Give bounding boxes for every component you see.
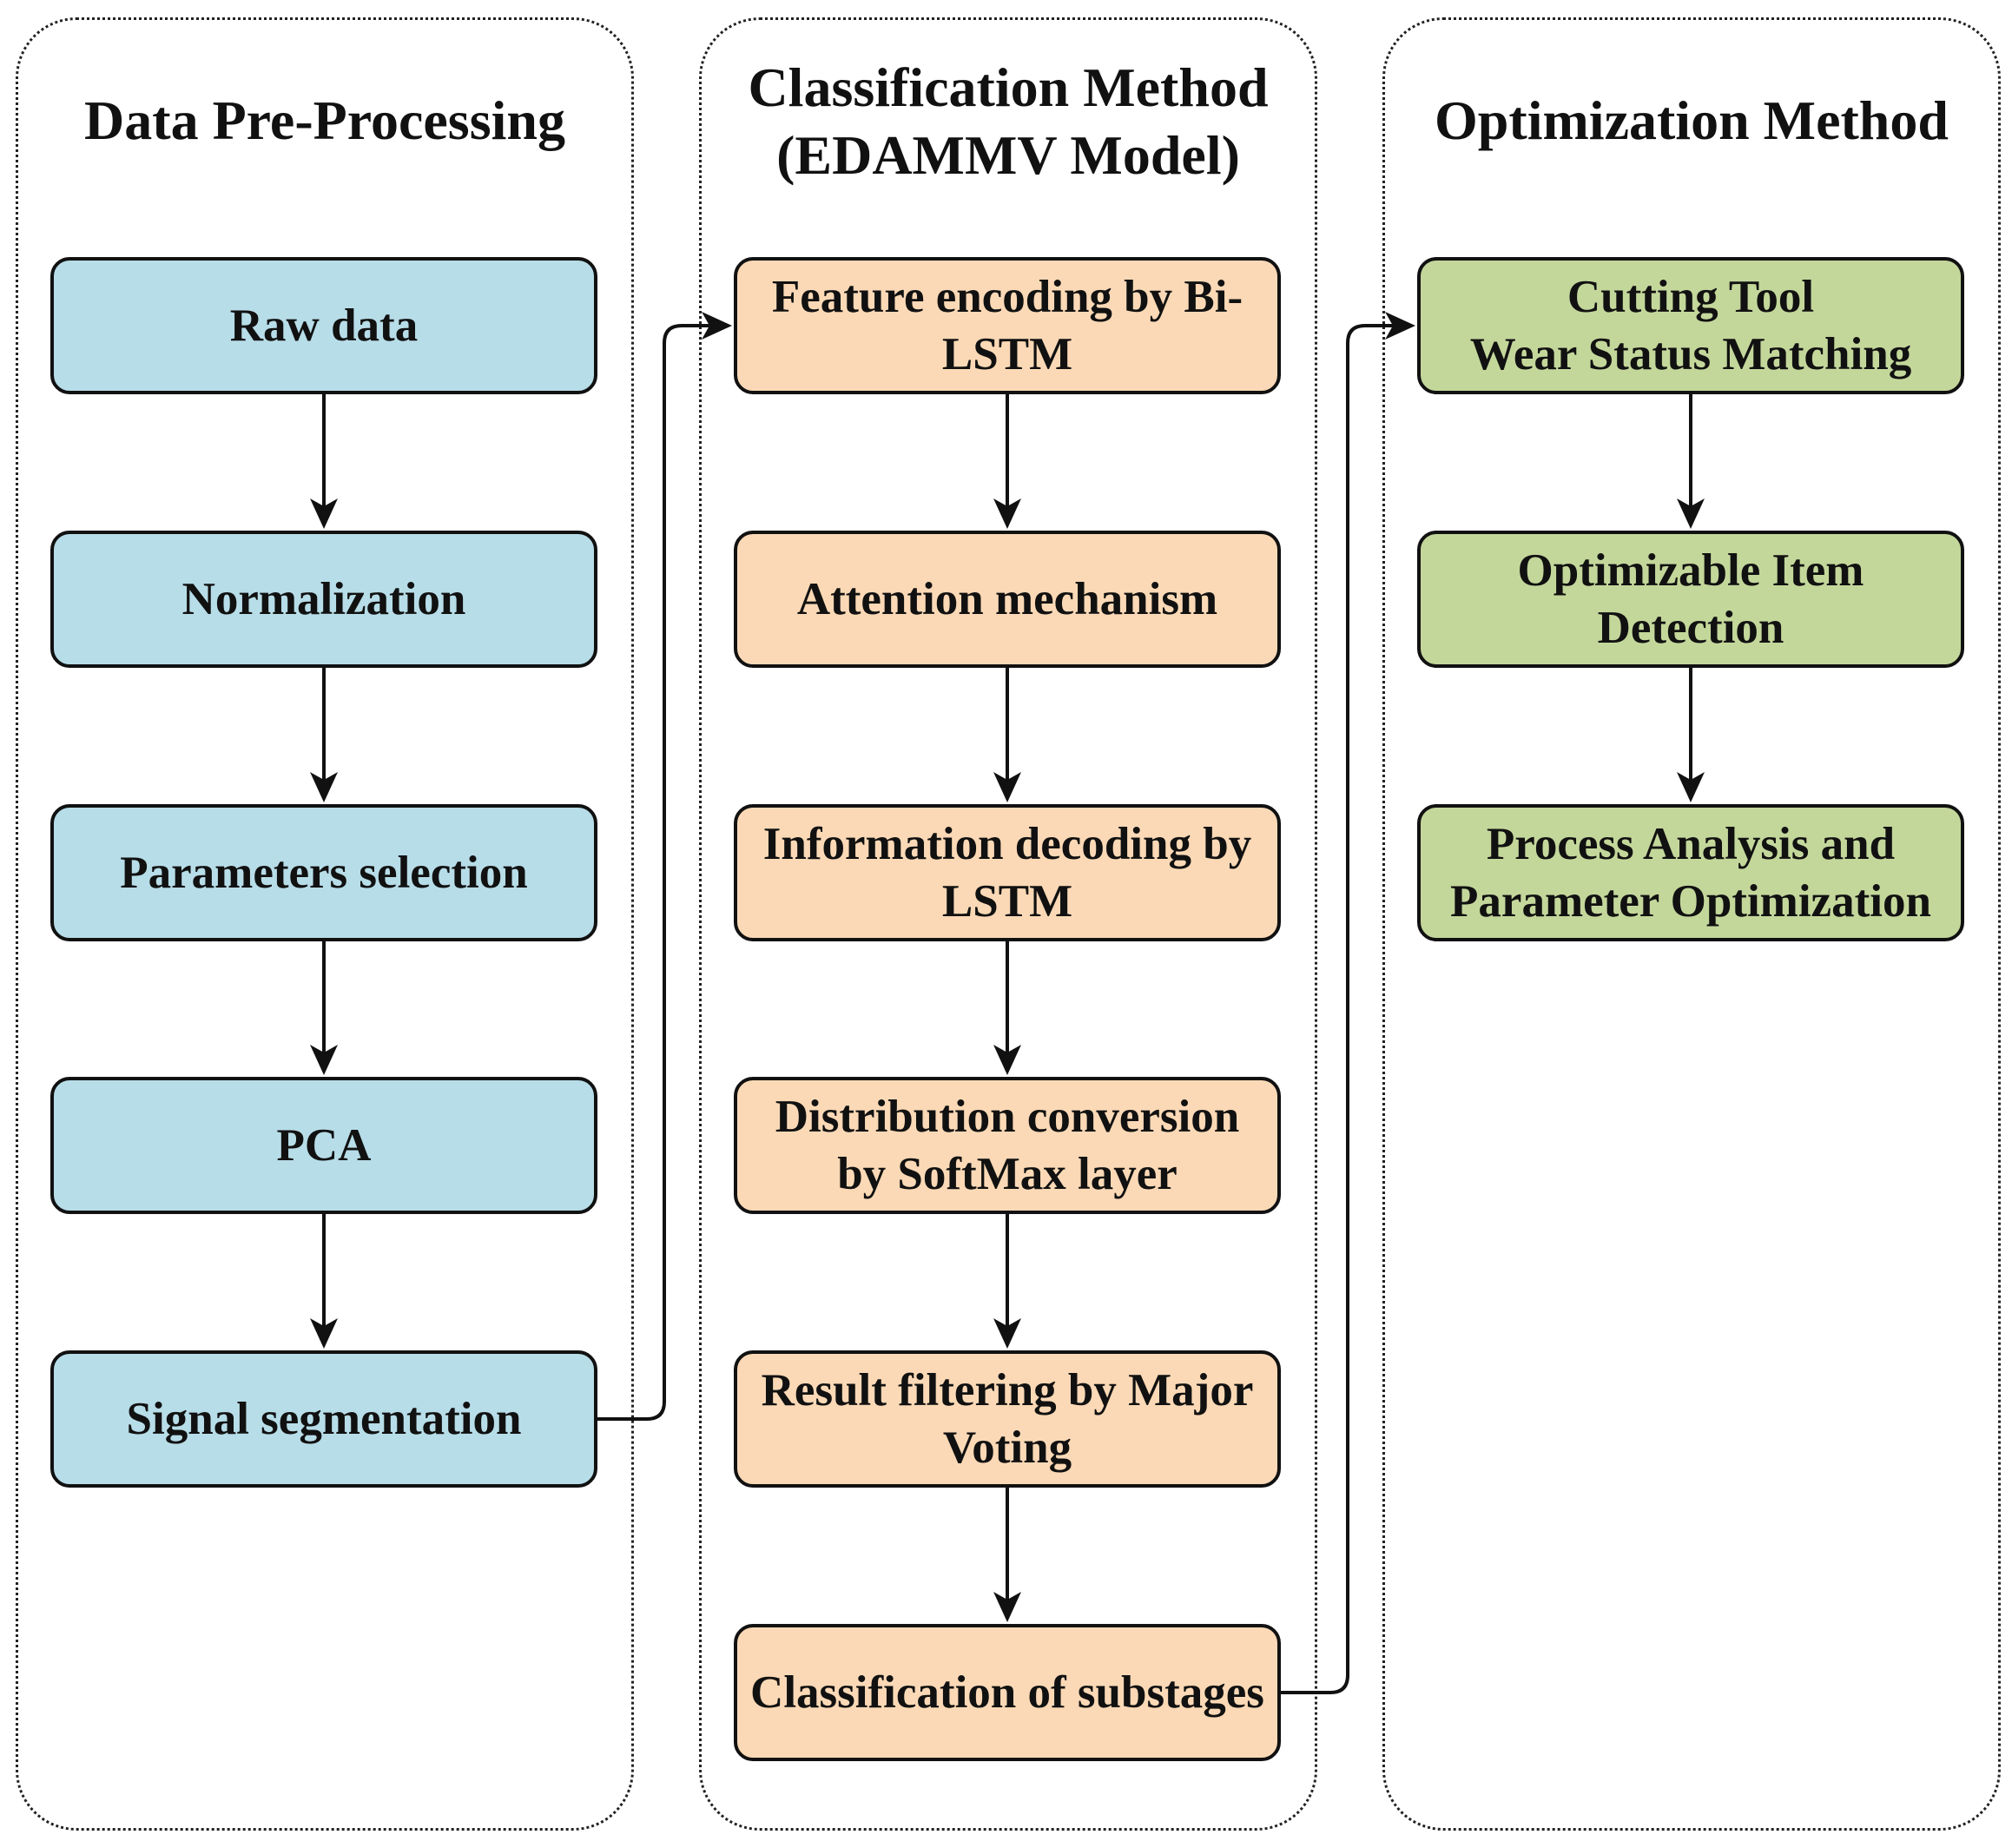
step-normalization: Normalization — [50, 531, 597, 668]
step-result-filtering: Result filtering by Major Voting — [734, 1350, 1281, 1488]
arrowhead — [310, 498, 338, 529]
step-attention-mechanism: Attention mechanism — [734, 531, 1281, 668]
step-classification-substages: Classification of substages — [734, 1624, 1281, 1761]
step-feature-encoding: Feature encoding by Bi- LSTM — [734, 257, 1281, 394]
classification-title: Classification Method (EDAMMV Model) — [748, 56, 1269, 186]
connector-arrowhead-2 — [1385, 312, 1415, 340]
optimization-arrowheads — [1677, 498, 1705, 802]
preprocessing-arrowheads — [310, 498, 338, 1349]
step-process-analysis: Process Analysis and Parameter Optimizat… — [1417, 804, 1964, 941]
optimization-panel — [1382, 17, 2001, 1831]
step-wear-status-matching: Cutting Tool Wear Status Matching — [1417, 257, 1964, 394]
arrowhead — [310, 1045, 338, 1075]
step-distribution-conversion: Distribution conversion by SoftMax layer — [734, 1077, 1281, 1214]
classification-panel — [699, 17, 1317, 1831]
step-pca: PCA — [50, 1077, 597, 1214]
arrowhead — [310, 1318, 338, 1349]
step-information-decoding: Information decoding by LSTM — [734, 804, 1281, 941]
connector-substages-to-matching — [1281, 324, 1395, 1694]
preprocessing-title: Data Pre-Processing — [84, 89, 565, 151]
arrowhead — [310, 772, 338, 802]
preprocessing-panel — [16, 17, 634, 1831]
step-parameters-selection: Parameters selection — [50, 804, 597, 941]
classification-arrowheads — [993, 498, 1021, 1622]
step-signal-segmentation: Signal segmentation — [50, 1350, 597, 1488]
step-raw-data: Raw data — [50, 257, 597, 394]
connector-arrowhead-1 — [702, 312, 732, 340]
optimization-title: Optimization Method — [1435, 89, 1949, 151]
connector-segmentation-to-encoding — [597, 324, 712, 1421]
step-optimizable-item-detection: Optimizable Item Detection — [1417, 531, 1964, 668]
